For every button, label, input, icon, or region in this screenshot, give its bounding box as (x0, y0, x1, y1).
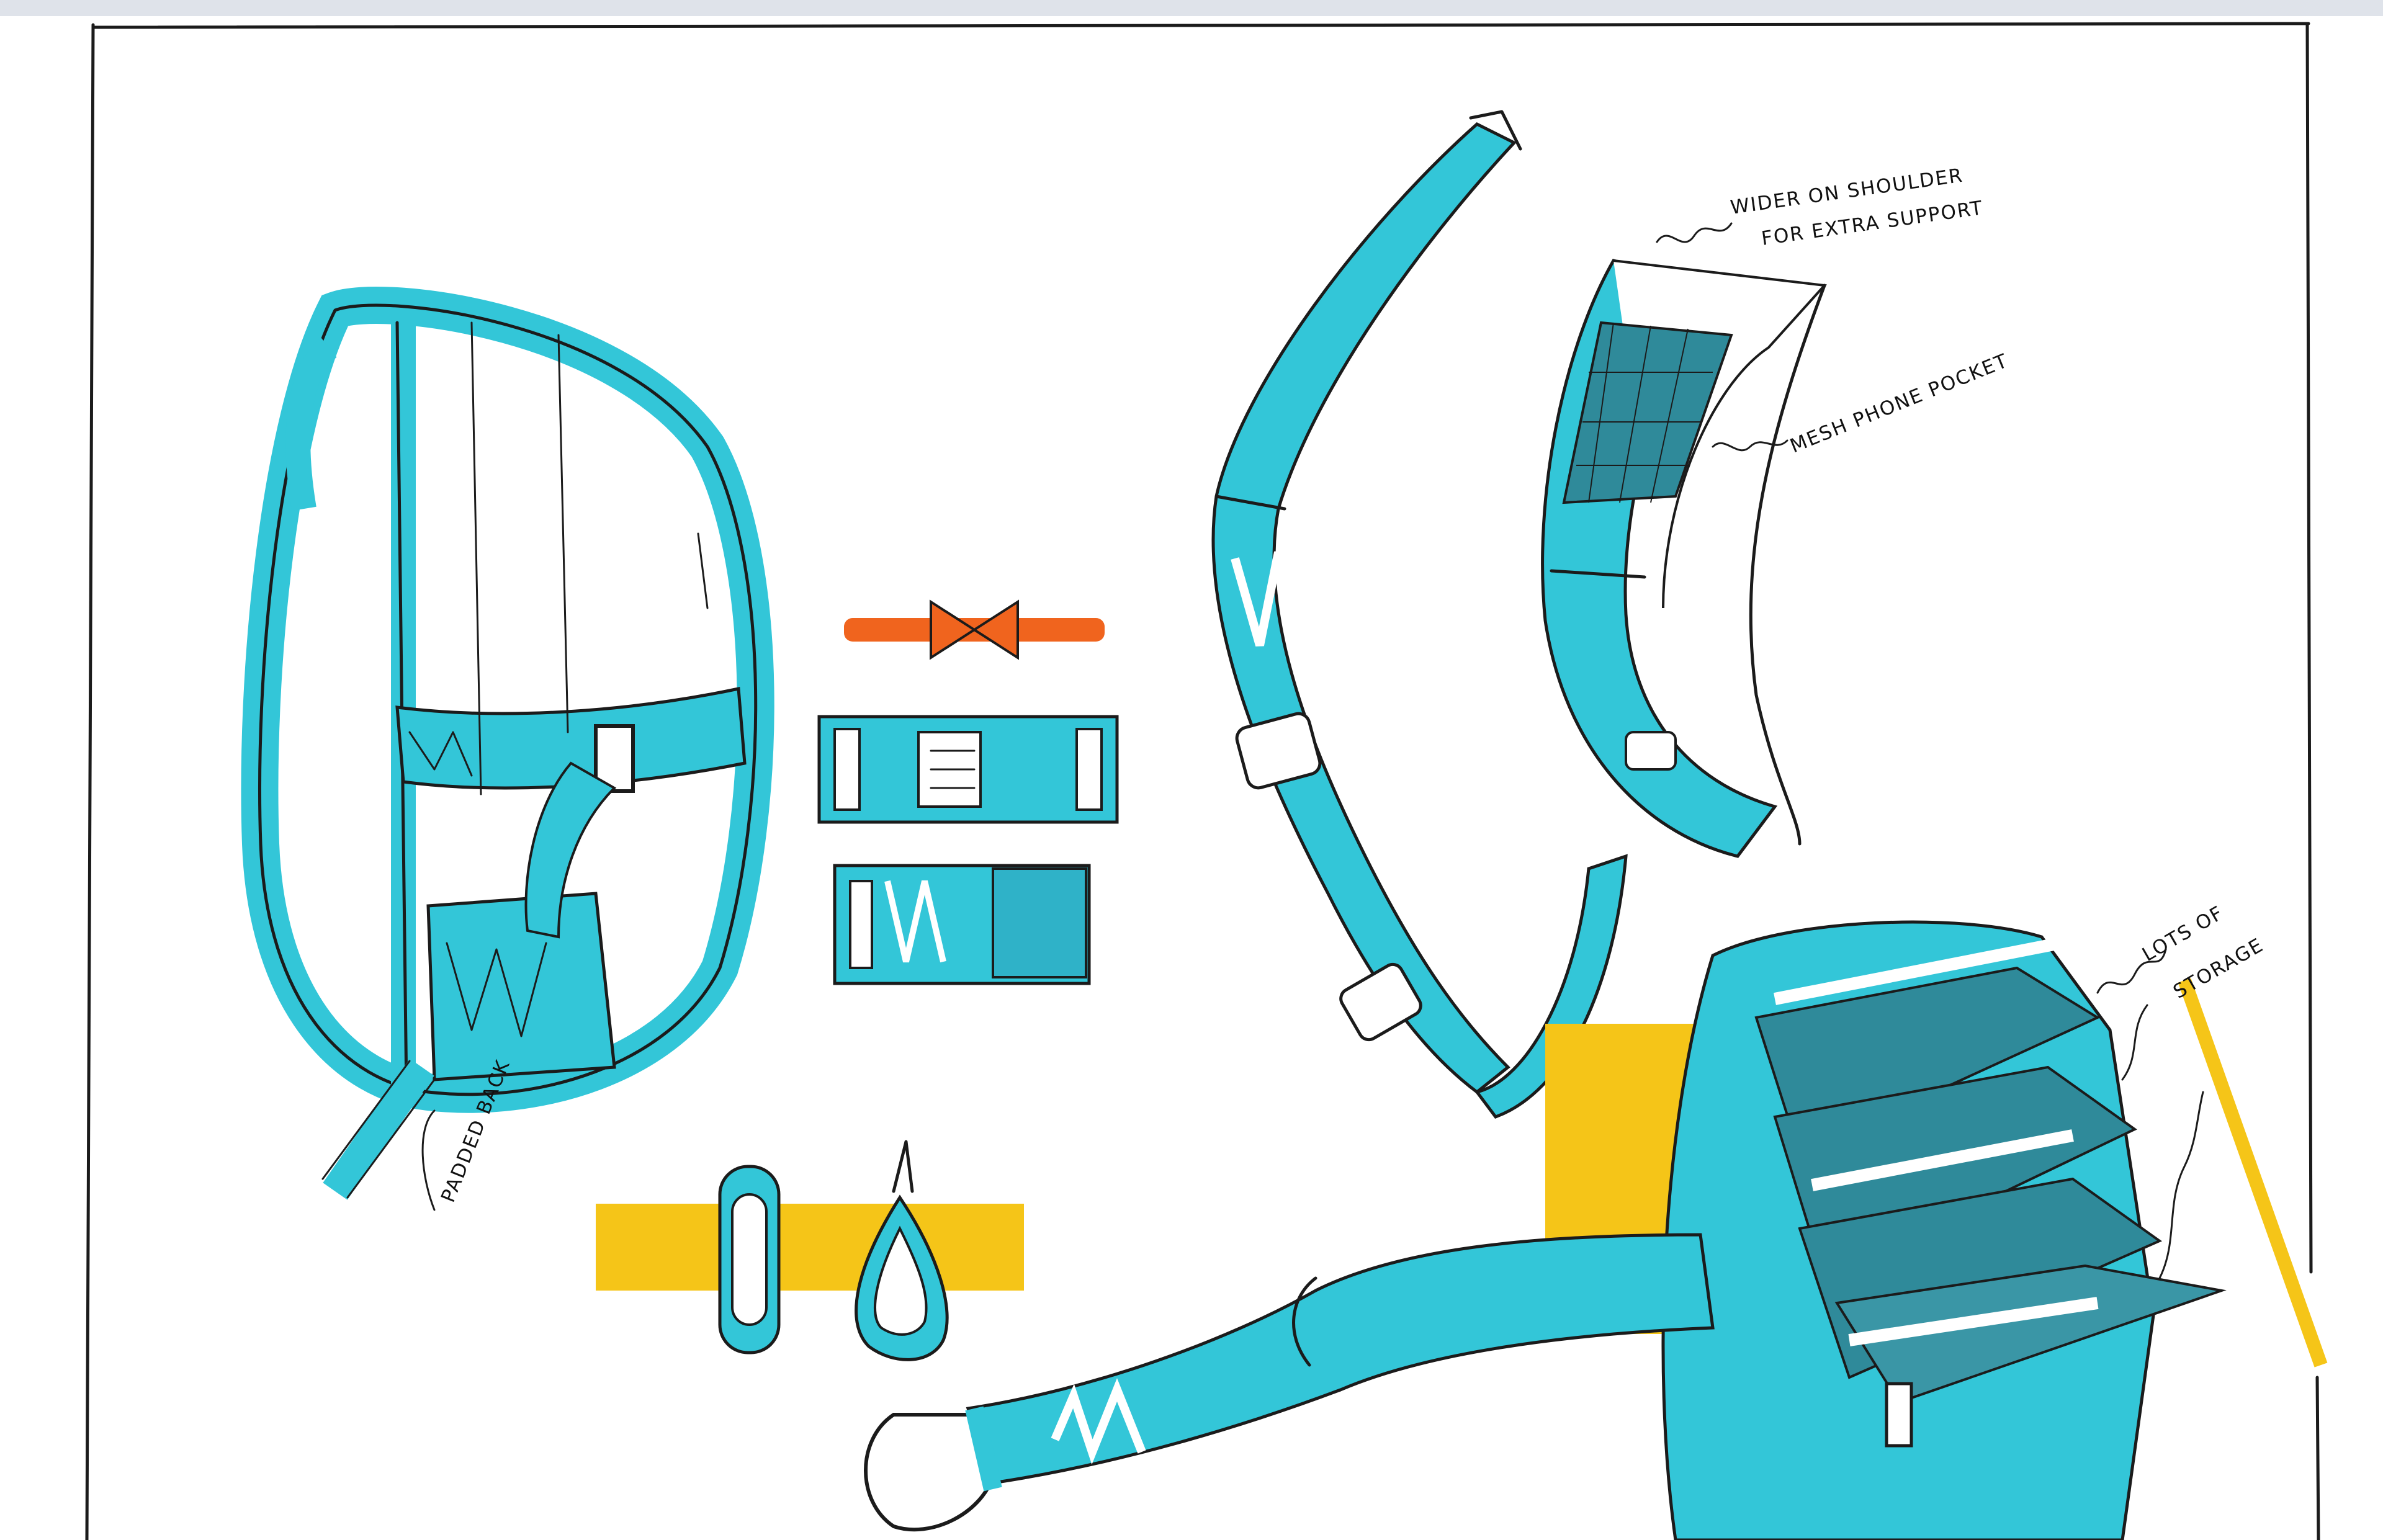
page-frame (85, 22, 2320, 1540)
clip-details (596, 1140, 1024, 1361)
mesh-pocket-strap-sketch (1541, 222, 1828, 858)
shoulder-strap-sketch (1211, 110, 1628, 1119)
backpack-sketch (241, 287, 774, 1211)
mesh-phone-pocket-label: MESH PHONE POCKET (1787, 349, 2012, 457)
lots-of-label: LOTS OF (2138, 902, 2228, 966)
backpack-storage-sketch (864, 920, 2328, 1540)
buckle-details (817, 599, 1119, 985)
paper-top-edge (0, 0, 2383, 16)
